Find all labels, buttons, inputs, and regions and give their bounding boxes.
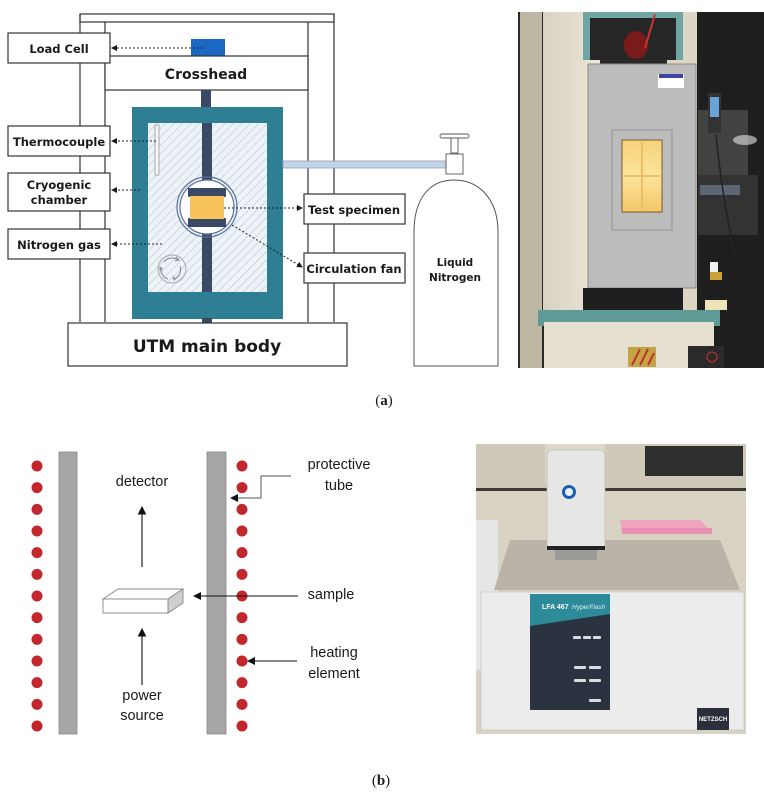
circulation-fan-label-box <box>303 252 406 284</box>
heating-element-dot <box>236 482 248 494</box>
protective-tube-label-line1: protective <box>308 457 371 473</box>
test-specimen-label: Test specimen <box>308 203 400 217</box>
heating-elements-left <box>31 460 43 732</box>
heating-element-dot <box>236 568 248 580</box>
heating-element-dot <box>31 568 43 580</box>
load-cell-label: Load Cell <box>29 42 88 56</box>
heating-element-label-line2: element <box>308 666 360 682</box>
caption-a-text: (a) <box>375 393 393 409</box>
thermocouple-label: Thermocouple <box>13 135 105 149</box>
heating-element-dot <box>31 590 43 602</box>
heating-element-dot <box>31 503 43 515</box>
heating-element-dot <box>31 525 43 537</box>
caption-b: (b) <box>372 773 390 789</box>
power-source-label-line1: power <box>122 688 162 704</box>
nitrogen-pipe <box>282 160 450 169</box>
heating-element-dot <box>236 612 248 624</box>
heating-element-dot <box>236 525 248 537</box>
heating-element-dot <box>236 720 248 732</box>
utm-diagram: Crosshead Load Cell <box>7 13 499 367</box>
lfa-model-label: LFA 467 <box>542 604 569 611</box>
sample-block <box>101 588 185 614</box>
utm-main-body-label: UTM main body <box>133 337 281 357</box>
top-frame-bar <box>79 13 335 23</box>
cryogenic-chamber-label-box <box>7 172 111 212</box>
heating-element-dot <box>236 677 248 689</box>
cryogenic-label-line1: Cryogenic <box>27 178 92 192</box>
liquid-nitrogen-label-line2: Nitrogen <box>429 272 481 284</box>
heating-element-dot <box>236 633 248 645</box>
protective-tube-left <box>58 451 78 735</box>
netzsch-logo: NETZSCH <box>699 717 727 723</box>
utm-photo <box>518 12 764 368</box>
circulation-fan-label: Circulation fan <box>306 262 401 276</box>
heating-element-dot <box>236 460 248 472</box>
heating-element-dot <box>31 677 43 689</box>
crosshead-box <box>104 55 309 91</box>
heating-element-dot <box>31 460 43 472</box>
heating-element-dot <box>31 482 43 494</box>
heating-element-dot <box>236 698 248 710</box>
lfa-photo: LFA 467 HyperFlash NETZSCH <box>476 444 746 734</box>
thermocouple-label-box <box>7 125 111 157</box>
heating-element-dot <box>236 503 248 515</box>
caption-a: (a) <box>375 393 393 409</box>
circulation-fan-icon <box>157 254 187 284</box>
power-source-label-line2: source <box>120 708 164 724</box>
lfa-furnace-cylinder <box>546 449 606 551</box>
liquid-nitrogen-tank: Liquid Nitrogen <box>413 133 499 367</box>
heating-element-dot <box>31 720 43 732</box>
caption-b-text: (b) <box>372 773 390 789</box>
load-cell-block <box>191 39 225 56</box>
cryogenic-label-line2: chamber <box>31 193 88 207</box>
protective-tube-right <box>206 451 227 735</box>
lfa-schematic: detector power source protective tube sa… <box>31 451 371 735</box>
heating-elements-right <box>236 460 248 732</box>
test-specimen <box>190 196 224 219</box>
load-cell-label-box <box>7 32 111 64</box>
protective-tube-label-line2: tube <box>325 478 353 494</box>
lfa-brand-script: HyperFlash <box>572 604 606 611</box>
test-specimen-label-box <box>303 193 406 225</box>
heating-element-label-line1: heating <box>310 645 358 661</box>
liquid-nitrogen-label-line1: Liquid <box>437 257 473 269</box>
heating-element-dot <box>31 655 43 667</box>
utm-main-body-box <box>67 322 348 367</box>
heating-element-dot <box>31 547 43 559</box>
nitrogen-gas-label: Nitrogen gas <box>17 238 101 252</box>
thermocouple-probe <box>154 124 160 176</box>
nitrogen-gas-label-box <box>7 228 111 260</box>
heating-element-dot <box>236 547 248 559</box>
heating-element-dot <box>31 612 43 624</box>
heating-element-dot <box>31 633 43 645</box>
sample-label: sample <box>308 587 355 603</box>
heating-element-dot <box>236 655 248 667</box>
heating-element-dot <box>31 698 43 710</box>
protective-tube-leader <box>230 475 291 502</box>
crosshead-label: Crosshead <box>165 67 247 83</box>
detector-label: detector <box>116 474 169 490</box>
